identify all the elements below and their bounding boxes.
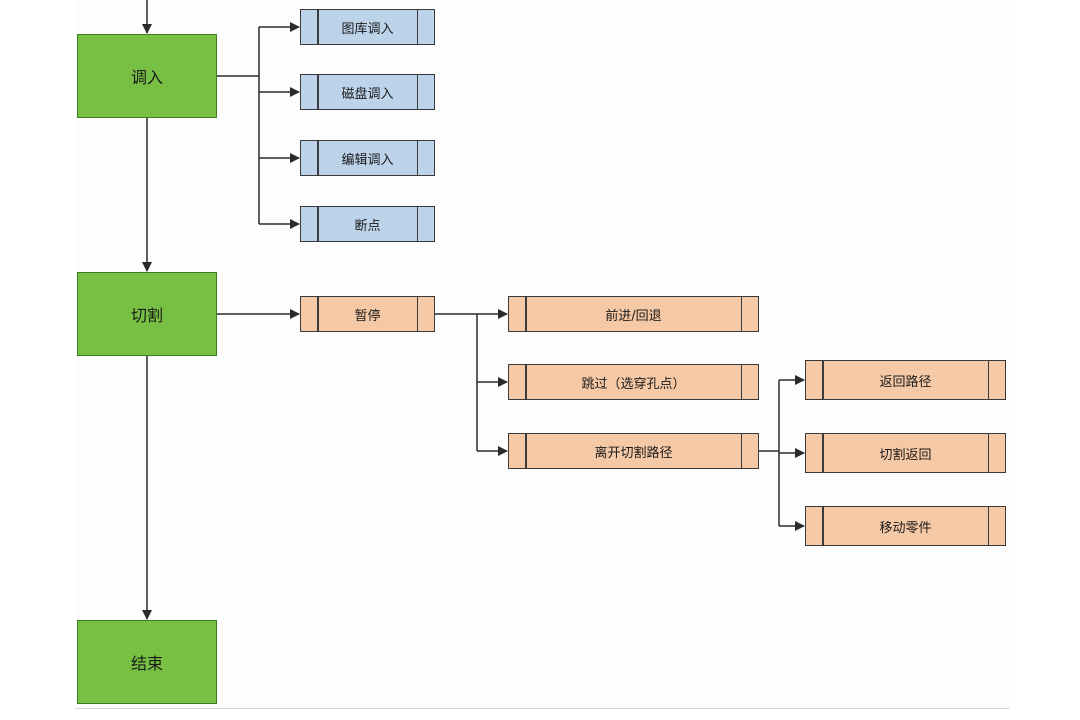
option-forward-back: 前进/回退: [508, 296, 759, 332]
step-import: 调入: [77, 34, 217, 118]
option-breakpoint: 断点: [300, 206, 435, 242]
step-end: 结束: [77, 620, 217, 704]
option-disk-import: 磁盘调入: [300, 74, 435, 110]
option-pause: 暂停: [300, 296, 435, 332]
option-cut-return: 切割返回: [805, 433, 1006, 473]
option-leave-cut-path: 离开切割路径: [508, 433, 759, 469]
flowchart-canvas: [75, 0, 1010, 709]
option-edit-import: 编辑调入: [300, 140, 435, 176]
option-return-path: 返回路径: [805, 360, 1006, 400]
option-skip-pierce-point: 跳过（选穿孔点）: [508, 364, 759, 400]
option-gallery-import: 图库调入: [300, 9, 435, 45]
option-move-part: 移动零件: [805, 506, 1006, 546]
step-cut: 切割: [77, 272, 217, 356]
